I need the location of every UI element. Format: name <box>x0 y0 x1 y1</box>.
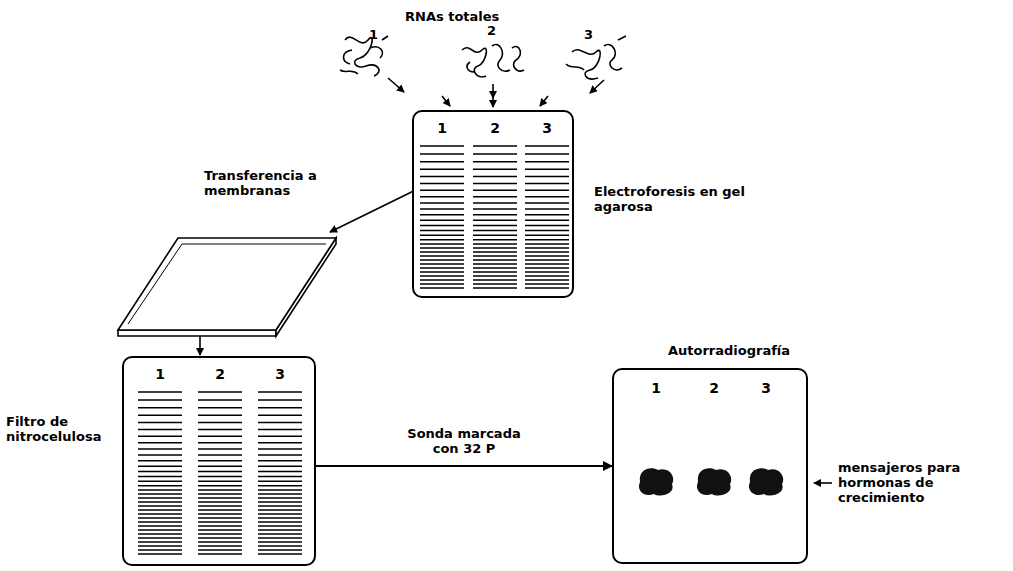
sample-number: 2 <box>487 23 496 38</box>
flow-arrow <box>316 465 612 467</box>
lane-number: 1 <box>437 120 447 136</box>
step-label: Transferencia a membranas <box>204 168 324 198</box>
membrane <box>118 238 336 336</box>
lane-number: 3 <box>275 366 285 382</box>
lane-number: 3 <box>542 120 552 136</box>
gel-bands <box>124 358 314 564</box>
filter-box: 123Filtro de nitrocelulosa <box>122 356 316 566</box>
heading: Filtro de nitrocelulosa <box>6 414 118 444</box>
autoradiograph-box: Autorradiografía123 <box>612 368 808 564</box>
lane-number: 2 <box>490 120 500 136</box>
gel-box: 123Electroforesis en gel agarosa <box>412 110 574 298</box>
edge-label: Sonda marcada con 32 P <box>399 426 529 456</box>
sample-number: 3 <box>584 27 593 42</box>
gel-bands <box>414 112 572 296</box>
heading: Electroforesis en gel agarosa <box>594 184 794 214</box>
rna-molecules <box>340 36 626 79</box>
hybridization-spots <box>614 370 806 562</box>
title-label: RNAs totales <box>405 9 499 24</box>
lane-number: 1 <box>651 380 661 396</box>
lane-number: 3 <box>761 380 771 396</box>
heading: Autorradiografía <box>668 343 790 358</box>
lane-number: 2 <box>215 366 225 382</box>
lane-number: 1 <box>155 366 165 382</box>
sample-number: 1 <box>369 27 378 42</box>
callout-label: mensajeros para hormonas de crecimiento <box>838 460 1008 505</box>
lane-number: 2 <box>709 380 719 396</box>
